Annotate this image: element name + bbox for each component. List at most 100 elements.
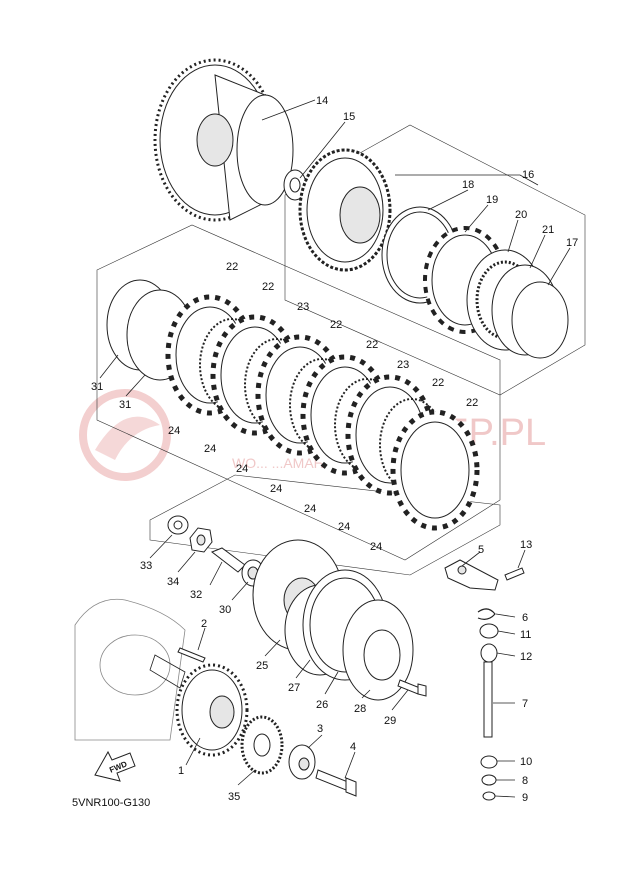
callout-13: 13 (520, 539, 532, 551)
callout-32: 32 (190, 589, 202, 601)
watermark-logo-swoosh-icon (95, 416, 160, 460)
washer-33-hole (173, 520, 183, 530)
callout-27: 27 (288, 682, 300, 694)
callout-30: 30 (219, 604, 231, 616)
callout-26: 26 (316, 699, 328, 711)
callout-5: 5 (478, 544, 484, 556)
callout-2: 2 (201, 618, 207, 630)
watermark-tagline: WO... ...AMAHA (232, 455, 334, 471)
callout-6: 6 (522, 612, 528, 624)
watermark-logo-icon (79, 389, 171, 481)
callout-1: 1 (178, 765, 184, 777)
primary-driven-gear (175, 663, 249, 757)
washer-inner (289, 177, 301, 193)
callout-3: 3 (317, 723, 323, 735)
callout-35: 35 (228, 791, 240, 803)
bolt-4-head (345, 777, 357, 797)
diagram-code: 5VNR100-G130 (72, 797, 150, 809)
callout-24c: 24 (236, 463, 248, 475)
callout-24e: 24 (304, 503, 316, 515)
leader-lines (99, 99, 571, 798)
housing-hub (196, 113, 234, 167)
lower-group-frame (149, 474, 501, 576)
callout-4: 4 (350, 741, 356, 753)
callout-31b: 31 (119, 399, 131, 411)
push-lever-assembly (444, 559, 525, 801)
friction-plate-6-inner (400, 421, 470, 519)
callout-22c: 22 (330, 319, 342, 331)
callout-9: 9 (522, 792, 528, 804)
callout-24f: 24 (338, 521, 350, 533)
callout-22e: 22 (432, 377, 444, 389)
bolt-29-head (417, 683, 427, 697)
callout-24d: 24 (270, 483, 282, 495)
callout-31a: 31 (91, 381, 103, 393)
callout-22d: 22 (366, 339, 378, 351)
bearing-12 (480, 643, 498, 663)
callout-21: 21 (542, 224, 554, 236)
callout-11: 11 (520, 629, 531, 641)
shaft-7 (483, 661, 493, 738)
clutch-plate-stack (106, 279, 480, 531)
callout-23a: 23 (297, 301, 309, 313)
callout-28: 28 (354, 703, 366, 715)
nut-34-hole (196, 534, 206, 546)
callout-33: 33 (140, 560, 152, 572)
housing-rim (236, 94, 294, 206)
key-2 (177, 647, 206, 663)
fwd-arrow: FWD (94, 750, 136, 782)
callout-34: 34 (167, 576, 179, 588)
crankcase-edge (74, 598, 186, 741)
callout-14: 14 (316, 95, 328, 107)
group-frames (96, 124, 586, 576)
callout-29: 29 (384, 715, 396, 727)
bolt-4 (315, 769, 349, 791)
callout-18: 18 (462, 179, 474, 191)
callout-25: 25 (256, 660, 268, 672)
callout-15: 15 (343, 111, 355, 123)
boss-group-frame (284, 124, 586, 396)
fwd-arrow-icon (94, 750, 136, 782)
callout-20: 20 (515, 209, 527, 221)
shaft-boss (99, 634, 171, 696)
boss-rings (381, 206, 569, 359)
plate-28-hole (363, 629, 401, 681)
callout-19: 19 (486, 194, 498, 206)
callout-8: 8 (522, 775, 528, 787)
main-shaft (149, 654, 186, 689)
callouts: 1 2 3 4 5 6 7 8 9 10 11 12 13 14 15 16 1… (91, 95, 578, 804)
plate-group-frame (96, 224, 501, 561)
screw-13 (504, 567, 525, 581)
callout-10: 10 (520, 756, 532, 768)
push-rod-32 (210, 547, 246, 573)
washer-3-hole (298, 757, 310, 771)
callout-24b: 24 (204, 443, 216, 455)
spring-6 (477, 608, 496, 620)
drive-parts (240, 715, 357, 797)
lower-assembly (167, 515, 427, 701)
ring-17 (511, 281, 569, 359)
seal-10 (480, 755, 498, 769)
clutch-boss (298, 148, 392, 272)
callout-16: 16 (522, 169, 534, 181)
boss-hub (339, 186, 381, 244)
gear-35-hub (253, 733, 271, 757)
crankcase-outline (74, 598, 206, 741)
callout-7: 7 (522, 698, 528, 710)
callout-12: 12 (520, 651, 532, 663)
lever-5 (444, 559, 499, 591)
seal-11 (479, 623, 499, 639)
callout-23b: 23 (397, 359, 409, 371)
lever-5-hole (457, 565, 467, 575)
gear-1-hub (209, 695, 235, 729)
callout-24g: 24 (370, 541, 382, 553)
callout-17: 17 (566, 237, 578, 249)
washer-8 (481, 774, 497, 786)
clip-9 (482, 791, 496, 801)
callout-24a: 24 (168, 425, 180, 437)
clutch-housing (153, 58, 294, 222)
bolt-29 (397, 679, 421, 695)
callout-22f: 22 (466, 397, 478, 409)
callout-22b: 22 (262, 281, 274, 293)
